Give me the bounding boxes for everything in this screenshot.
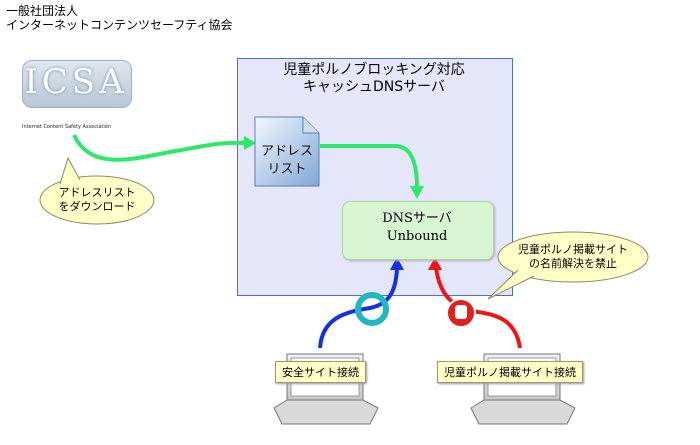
stop-hand-icon: [446, 298, 476, 328]
callout-download-text: アドレスリスト をダウンロード: [58, 186, 136, 213]
icsa-logo: [22, 60, 132, 108]
porn-site-label: 児童ポルノ掲載サイト接続: [437, 361, 583, 383]
icsa-logo-subtitle: Internet Content Safety Association: [22, 124, 111, 130]
blocked-query-arrow: [428, 257, 522, 349]
download-arrow: [72, 134, 256, 162]
dns-server-box: [342, 201, 494, 260]
safe-site-label: 安全サイト接続: [275, 361, 366, 383]
document-icon: [254, 116, 320, 187]
server-title: 児童ポルノブロッキング対応 キャッシュDNSサーバ: [283, 62, 465, 95]
callout-block-text: 児童ポルノ掲載サイト の名前解決を禁止: [518, 243, 628, 270]
safe-query-arrow: [318, 257, 404, 349]
callout-download: [39, 156, 155, 225]
organization-name: 一般社団法人 インターネットコンテンツセーフティ協会: [6, 4, 233, 32]
ok-circle-icon: [355, 292, 389, 326]
list-to-dns-arrow: [320, 144, 424, 199]
icsa-logo-text: ICSA: [24, 62, 128, 102]
address-list-label: アドレス リスト: [260, 144, 313, 177]
callout-block: [487, 231, 649, 300]
dns-server-label: DNSサーバ Unbound: [382, 211, 452, 244]
